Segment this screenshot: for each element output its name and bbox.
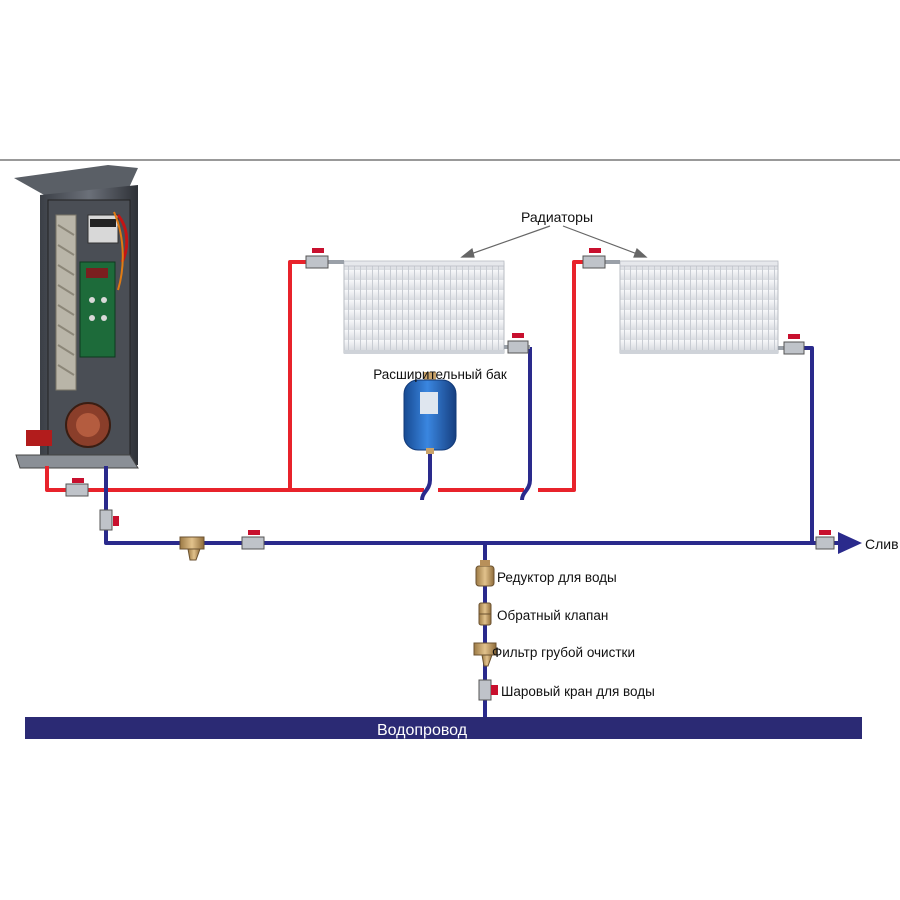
expansion-tank [403, 372, 457, 454]
radiator-left [343, 260, 505, 354]
water-reducer-label: Редуктор для воды [497, 570, 617, 585]
ball-valve-icon [507, 333, 529, 354]
ball-valve-icon [99, 509, 119, 531]
drain-arrow [838, 532, 862, 554]
water-reducer-icon [475, 560, 495, 587]
radiator-callout-arrows [460, 225, 648, 258]
pipe-crossover-gaps [420, 479, 538, 501]
water-main-label: Водопровод [377, 722, 468, 739]
ball-valve-icon [241, 530, 265, 550]
water-main-bar [25, 717, 862, 739]
radiators-label: Радиаторы [521, 209, 593, 225]
ball-valve-icon [815, 530, 835, 550]
ball-valve-icon [783, 334, 805, 355]
radiator-right [619, 260, 779, 354]
ball-valve-icon [305, 248, 329, 269]
ball-valve-icon [65, 478, 89, 497]
return-pipes [104, 346, 840, 718]
ball-valve-label: Шаровый кран для воды [501, 684, 655, 699]
strainer-icon [179, 536, 205, 561]
check-valve-label: Обратный клапан [497, 608, 608, 623]
check-valve-icon [478, 602, 492, 626]
feed-ball-valve-icon [478, 679, 498, 701]
coarse-filter-label: Фильтр грубой очистки [492, 645, 635, 660]
expansion-tank-label: Расширительный бак [373, 367, 507, 382]
coarse-filter-icon [473, 642, 497, 667]
drain-label: Слив [865, 536, 899, 552]
ball-valve-icon [582, 248, 606, 269]
electric-boiler [14, 165, 139, 469]
